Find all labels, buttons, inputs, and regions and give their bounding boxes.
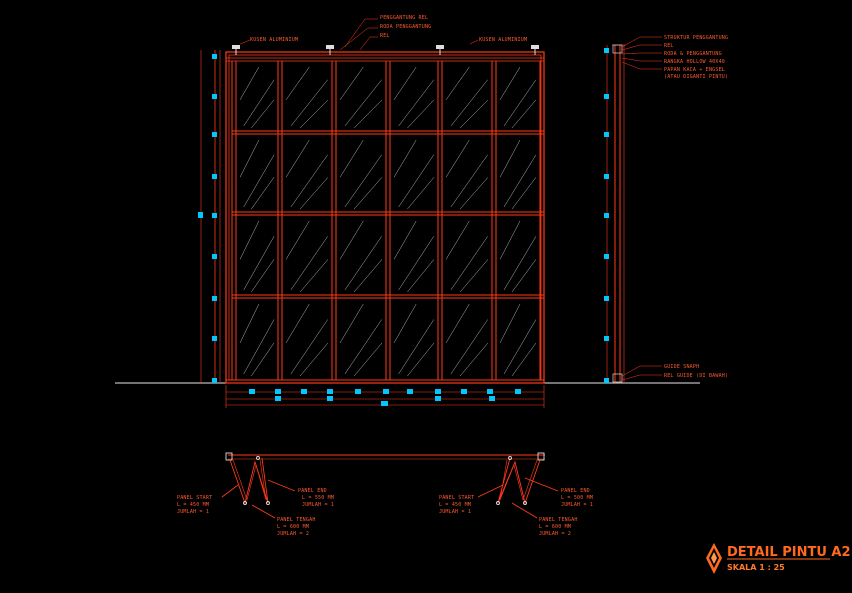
label-rel-guide: REL GUIDE (DI BAWAH) (664, 373, 728, 379)
label-rangka: RANGKA HOLLOW 40X40 (664, 59, 725, 65)
label-rel: REL (380, 33, 390, 39)
label-panel-end-l: L = 550 MM (302, 495, 334, 501)
label-panel-end-j: JUMLAH = 1 (302, 502, 334, 508)
label-panel-tengah-l: L = 600 MM (539, 524, 571, 530)
label-roda: RODA & PENGGANTUNG (664, 51, 722, 57)
label-panel-tengah-l: L = 600 MM (277, 524, 309, 530)
label-panel-start: PANEL START (177, 495, 212, 501)
label-panel-start-l: L = 450 MM (177, 502, 209, 508)
door-section: STRUKTUR PENGGANTUNG REL RODA & PENGGANT… (604, 35, 728, 383)
title-block: DETAIL PINTU A2 SKALA 1 : 25 (706, 543, 851, 574)
plan-labels-right: PANEL START L = 450 MM JUMLAH = 1 PANEL … (439, 488, 593, 537)
left-dimension (198, 50, 221, 383)
label-struktur: STRUKTUR PENGGANTUNG (664, 35, 728, 41)
label-panel-tengah: PANEL TENGAH (539, 517, 578, 523)
label-papan-2: (ATAU DIGANTI PINTU) (664, 74, 728, 80)
folding-plan (221, 452, 559, 519)
label-papan: PAPAN KACA + ENGSEL (664, 67, 725, 73)
bottom-dimension (225, 385, 545, 408)
label-panel-start-l: L = 450 MM (439, 502, 471, 508)
label-panel-end: PANEL END (561, 488, 590, 494)
label-guide: GUIDE SNAPH (664, 364, 699, 370)
label-roda-penggantung: RODA PENGGANTUNG (380, 24, 431, 30)
label-panel-tengah-j: JUMLAH = 2 (539, 531, 571, 537)
plan-labels-left: PANEL START L = 450 MM JUMLAH = 1 PANEL … (177, 488, 334, 537)
label-penggantung-rel: PENGGANTUNG REL (380, 15, 428, 21)
label-panel-end: PANEL END (298, 488, 327, 494)
elevation-top-labels: KUSEN ALUMINIUM KUSEN ALUMINIUM PENGGANT… (239, 15, 527, 51)
label-panel-start: PANEL START (439, 495, 474, 501)
door-elevation (225, 45, 545, 384)
label-panel-end-l: L = 500 MM (561, 495, 593, 501)
label-section-rel: REL (664, 43, 674, 49)
title-logo-icon (706, 543, 722, 574)
label-panel-start-j: JUMLAH = 1 (177, 509, 209, 515)
label-panel-end-j: JUMLAH = 1 (561, 502, 593, 508)
label-kusen-left: KUSEN ALUMINIUM (250, 37, 298, 43)
title-text: DETAIL PINTU A2 (727, 545, 851, 560)
scale-text: SKALA 1 : 25 (727, 563, 785, 572)
label-panel-start-j: JUMLAH = 1 (439, 509, 471, 515)
label-kusen-right: KUSEN ALUMINIUM (479, 37, 527, 43)
label-panel-tengah-j: JUMLAH = 2 (277, 531, 309, 537)
label-panel-tengah: PANEL TENGAH (277, 517, 316, 523)
